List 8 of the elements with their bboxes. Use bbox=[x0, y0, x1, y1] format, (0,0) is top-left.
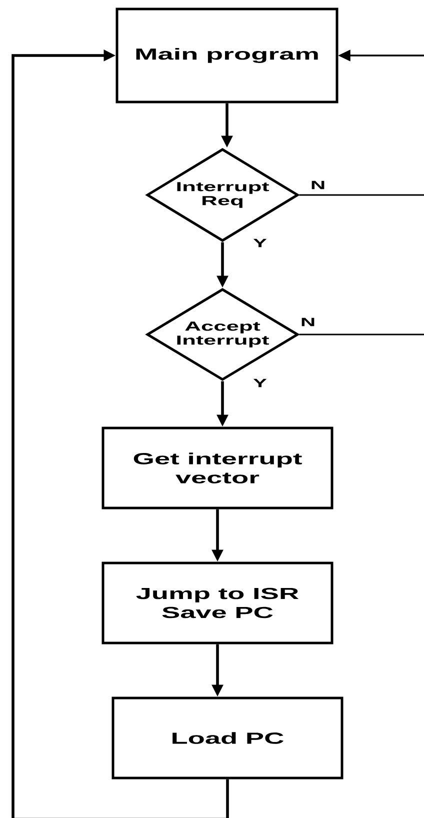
edge-label: N bbox=[312, 180, 324, 190]
arrow bbox=[12, 50, 229, 818]
edge-label: Y bbox=[253, 378, 267, 388]
process-box: Get interrupt vector bbox=[102, 426, 334, 510]
process-box: Jump to ISR Save PC bbox=[102, 562, 334, 644]
process-box: Main program bbox=[116, 8, 338, 104]
edge-label: N bbox=[302, 318, 314, 326]
process-box: Load PC bbox=[112, 696, 344, 780]
